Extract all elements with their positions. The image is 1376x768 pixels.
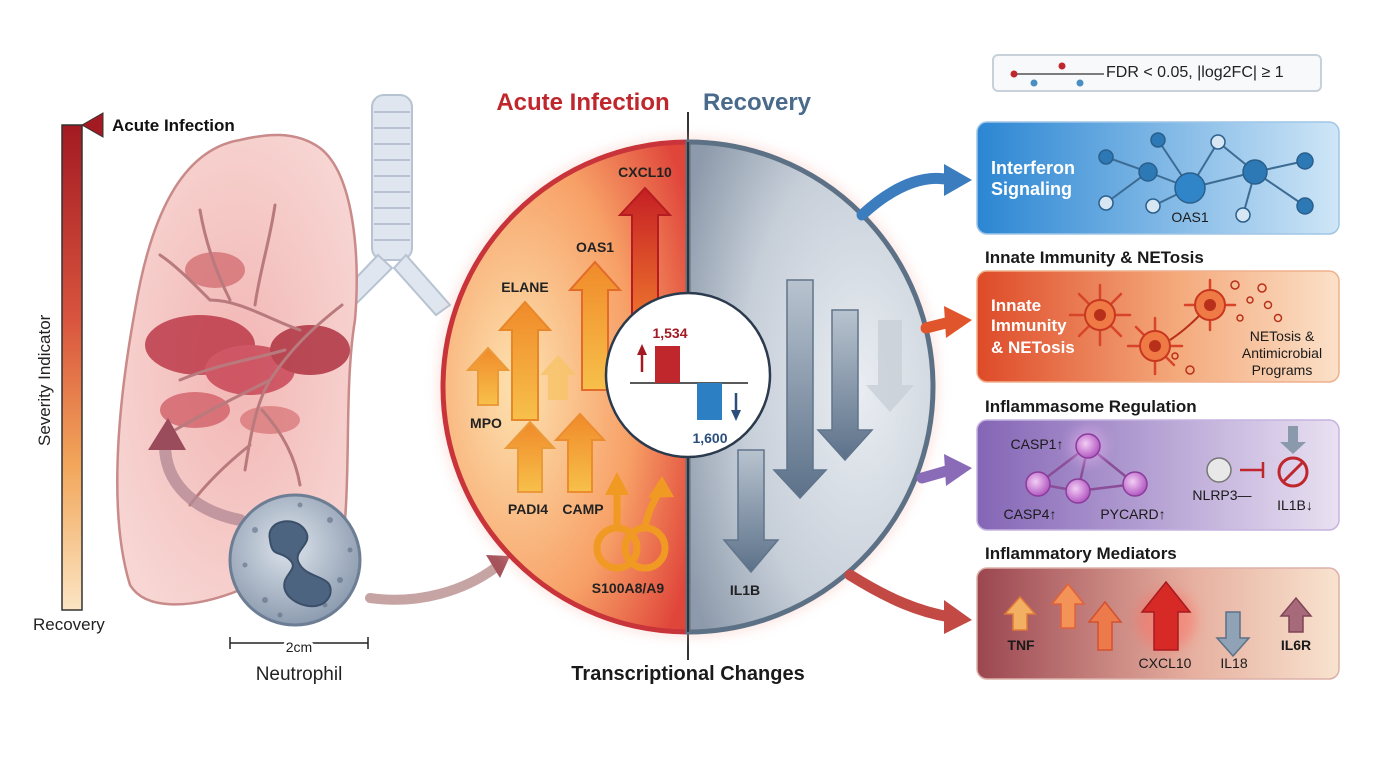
gene-label-cxcl10: CXCL10 <box>618 164 672 180</box>
il1b-down-arrow-icon <box>722 449 780 574</box>
innate-sub-line2: Antimicrobial <box>1242 345 1322 361</box>
transcription-circle: Acute Infection Recovery <box>438 89 938 685</box>
inhibit-icon <box>1277 456 1309 488</box>
padi4-up-arrow-icon <box>503 420 557 493</box>
inflammasome-network-icon <box>1025 428 1148 504</box>
legend-dots-icon <box>1010 62 1104 87</box>
connector-inflammasome-arrowhead-icon <box>944 454 972 486</box>
oas1-node <box>1174 172 1206 204</box>
innate-sub-line1: NETosis & <box>1250 328 1315 344</box>
inflammasome-heading: Inflammasome Regulation <box>985 397 1197 416</box>
innate-title-line1: Innate <box>991 296 1041 315</box>
lung-return-arrow <box>159 439 246 526</box>
casp1-label: CASP1↑ <box>1011 436 1064 452</box>
legend-text: FDR < 0.05, |log2FC| ≥ 1 <box>1106 64 1284 81</box>
mediator-label-tnf: TNF <box>1007 637 1035 653</box>
mpo-up-arrow-icon <box>465 346 511 406</box>
casp4-label: CASP4↑ <box>1004 506 1057 522</box>
il18-down-arrow-icon <box>1215 611 1251 658</box>
gene-label-oas1: OAS1 <box>576 239 614 255</box>
elane-up-arrow-icon <box>497 300 553 421</box>
connector-mediators-arrowhead-icon <box>944 600 972 634</box>
up-count-arrow-icon <box>637 344 647 355</box>
lung-return-arrowhead-icon <box>148 418 186 450</box>
up-gene-labels: CXCL10 OAS1 ELANE MPO PADI4 CAMP S100A8/… <box>470 164 672 596</box>
bronchial-tree <box>158 203 344 507</box>
interferon-nodes <box>1098 132 1314 223</box>
gene-label-camp: CAMP <box>562 501 603 517</box>
infection-patches <box>145 252 350 434</box>
recovery-title: Recovery <box>703 89 812 116</box>
mediator-up-arrow-icon <box>1050 582 1086 629</box>
up-count-label: 1,534 <box>652 325 687 341</box>
pycard-label: PYCARD↑ <box>1100 506 1165 522</box>
innate-sub-line3: Programs <box>1252 362 1313 378</box>
severity-bar: Acute Infection Recovery Severity Indica… <box>33 112 235 634</box>
interferon-title-line1: Interferon <box>991 158 1075 178</box>
deg-count-inset: 1,534 1,600 <box>604 291 772 459</box>
down-arrows <box>722 279 914 574</box>
mediators-heading: Inflammatory Mediators <box>985 544 1177 563</box>
connector-interferon <box>856 172 956 221</box>
innate-heading: Innate Immunity & NETosis <box>985 248 1204 267</box>
cxcl10-up-arrow-icon <box>1140 580 1192 651</box>
neutrophil-icon <box>228 493 362 627</box>
nlrp3-label: NLRP3— <box>1192 487 1251 503</box>
lung-illustration: 2cm Neutrophil <box>116 94 510 685</box>
inflammasome-panel: CASP1↑ CASP4↑ PYCARD↑ NLRP3— IL1B↓ <box>976 419 1340 531</box>
down-count-label: 1,600 <box>692 430 727 446</box>
gene-label-il1b: IL1B <box>730 582 760 598</box>
interferon-panel: Interferon Signaling OAS1 <box>976 121 1340 235</box>
connector-interferon-arrowhead-icon <box>944 164 972 196</box>
connector-mediators <box>844 569 956 623</box>
down-count-bar <box>697 383 722 420</box>
interferon-title-line2: Signaling <box>991 179 1072 199</box>
severity-axis-label: Severity Indicator <box>35 314 54 446</box>
neutrophil-label: Neutrophil <box>256 664 343 685</box>
mediator-label-il18: IL18 <box>1220 655 1247 671</box>
camp-up-arrow-icon <box>553 412 607 493</box>
down-arrow-icon <box>772 279 828 500</box>
tnf-up-arrow-icon <box>1003 595 1037 631</box>
il1b-down-icon <box>1280 426 1306 454</box>
mediator-arrows <box>1003 580 1313 658</box>
panel-connectors <box>844 164 972 634</box>
gene-label-elane: ELANE <box>501 279 548 295</box>
il1b-label: IL1B↓ <box>1277 497 1313 513</box>
severity-gradient <box>61 124 83 611</box>
scale-label: 2cm <box>286 639 312 655</box>
severity-pointer-icon <box>80 112 104 138</box>
mediator-label-cxcl10: CXCL10 <box>1139 655 1192 671</box>
netosis-cells-icon <box>1068 278 1283 376</box>
nlrp3-node <box>1206 457 1232 483</box>
scale-bar: 2cm Neutrophil <box>229 636 369 685</box>
acute-title: Acute Infection <box>496 89 669 116</box>
legend-box: FDR < 0.05, |log2FC| ≥ 1 <box>992 54 1322 92</box>
down-arrow-icon <box>816 309 874 462</box>
up-count-bar <box>655 346 680 383</box>
down-arrow-icon <box>866 320 914 412</box>
innate-title-line2: Immunity <box>991 316 1067 335</box>
severity-top-label: Acute Infection <box>112 116 235 135</box>
transcriptional-changes-label: Transcriptional Changes <box>571 663 804 685</box>
innate-panel: Innate Immunity & NETosis <box>976 270 1340 383</box>
connector-innate-arrowhead-icon <box>944 306 972 338</box>
severity-bottom-label: Recovery <box>33 615 105 634</box>
gene-label-s100a8-a9: S100A8/A9 <box>592 580 665 596</box>
mediator-label-il6r: IL6R <box>1281 637 1311 653</box>
gene-label-padi4: PADI4 <box>508 501 548 517</box>
neutrophil-to-circle-arrowhead-icon <box>486 555 510 578</box>
innate-title-line3: & NETosis <box>991 338 1075 357</box>
il6r-up-arrow-icon <box>1279 596 1313 633</box>
down-count-arrow-icon <box>731 410 741 421</box>
mediator-up-arrow-icon <box>1087 600 1123 651</box>
oas1-node-label: OAS1 <box>1171 209 1209 225</box>
neutrophil-to-circle-arrow <box>365 563 500 605</box>
mediators-panel: TNF CXCL10 IL18 IL6R <box>976 567 1340 680</box>
gene-label-mpo: MPO <box>470 415 502 431</box>
